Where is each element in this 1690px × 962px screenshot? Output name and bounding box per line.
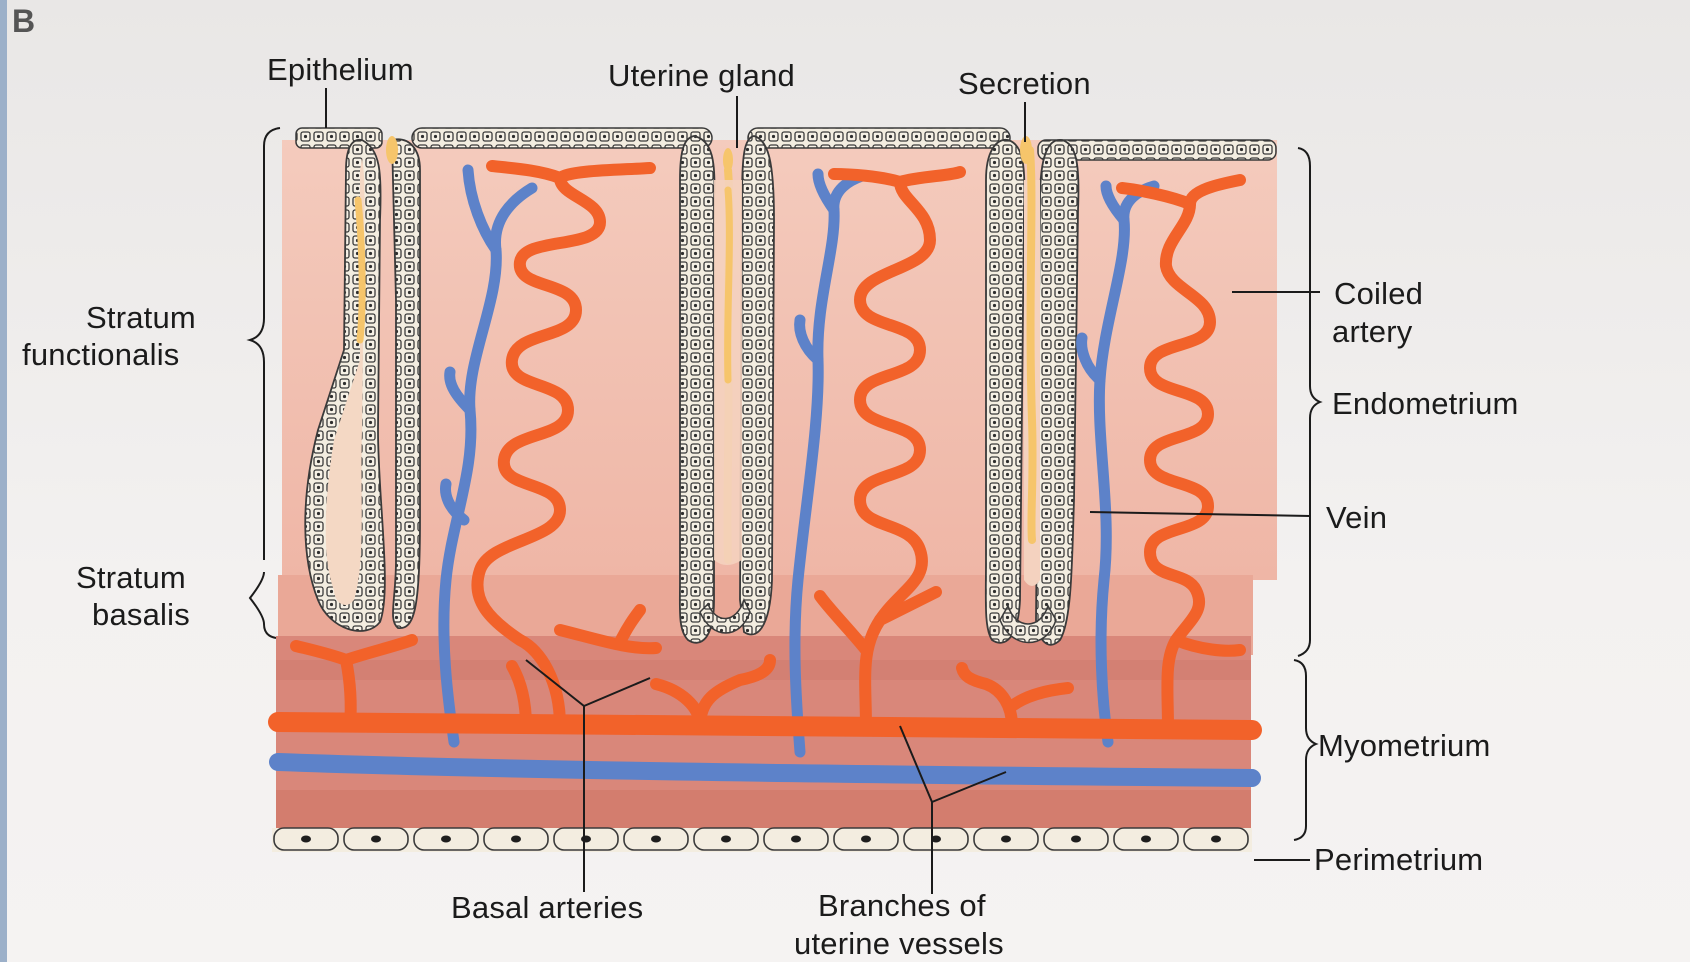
stratum-functionalis-label-line1: Stratum xyxy=(86,300,196,336)
perimetrium-nucleus xyxy=(1141,836,1151,843)
perimetrium-nucleus xyxy=(791,836,801,843)
epithelium-label: Epithelium xyxy=(267,52,414,88)
branches-label-line2: uterine vessels xyxy=(794,926,1004,962)
uterine-gland-label: Uterine gland xyxy=(608,58,795,94)
perimetrium-nucleus xyxy=(1071,836,1081,843)
perimetrium-nucleus xyxy=(301,836,311,843)
perimetrium-nucleus xyxy=(651,836,661,843)
perimetrium-nucleus xyxy=(721,836,731,843)
perimetrium-nucleus xyxy=(371,836,381,843)
perimetrium-nucleus xyxy=(861,836,871,843)
vein-label: Vein xyxy=(1326,500,1387,536)
stratum-functionalis-label-line2: functionalis xyxy=(22,337,180,373)
perimetrium-nucleus xyxy=(511,836,521,843)
coiled-artery-label-line1: Coiled xyxy=(1334,276,1423,312)
stratum-basalis-label-line2: basalis xyxy=(92,597,190,633)
perimetrium-nucleus xyxy=(1001,836,1011,843)
perimetrium-nucleus xyxy=(441,836,451,843)
stratum-basalis-label-line1: Stratum xyxy=(76,560,186,596)
endometrium-label: Endometrium xyxy=(1332,386,1519,422)
perimetrium-label: Perimetrium xyxy=(1314,842,1483,878)
uterine-gland-3 xyxy=(986,140,1079,645)
branches-label-line1: Branches of xyxy=(818,888,986,924)
secretion-label: Secretion xyxy=(958,66,1091,102)
coiled-artery-label-line2: artery xyxy=(1332,314,1412,350)
basal-arteries-label: Basal arteries xyxy=(451,890,643,926)
perimetrium-nucleus xyxy=(1211,836,1221,843)
perimetrium-nucleus xyxy=(581,836,591,843)
myometrium-label: Myometrium xyxy=(1318,728,1491,764)
